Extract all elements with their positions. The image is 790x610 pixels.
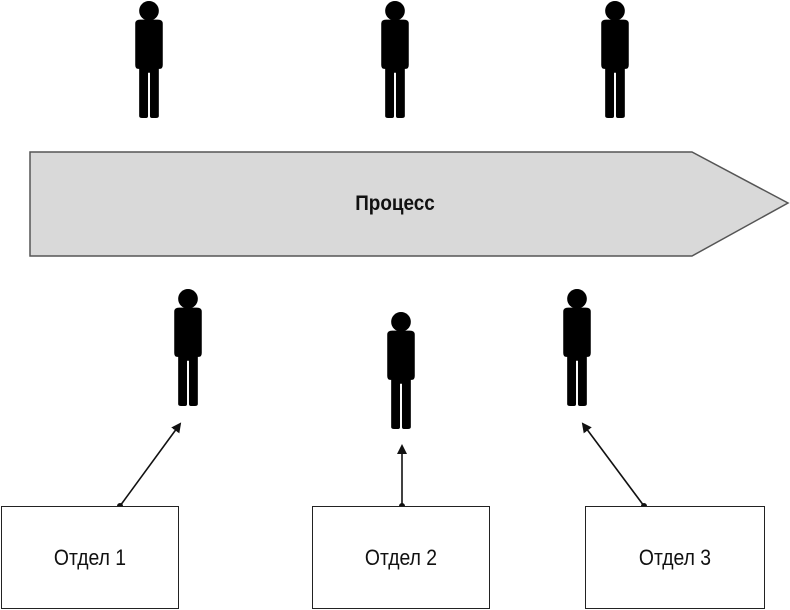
connector-dept-3 bbox=[581, 422, 647, 509]
person-icon-top-1 bbox=[135, 0, 163, 118]
department-label-2: Отдел 2 bbox=[364, 544, 438, 570]
department-box-1: Отдел 1 bbox=[1, 506, 179, 609]
person-icon-top-3 bbox=[601, 0, 629, 118]
connector-dept-1 bbox=[117, 422, 182, 509]
process-label: Процесс bbox=[355, 192, 435, 215]
person-icon-bottom-1 bbox=[174, 288, 202, 406]
department-box-2: Отдел 2 bbox=[312, 506, 490, 609]
department-label-1: Отдел 1 bbox=[53, 544, 127, 570]
connector-dept-2 bbox=[397, 444, 407, 509]
department-box-3: Отдел 3 bbox=[585, 506, 765, 609]
process-arrow bbox=[29, 151, 790, 257]
person-icon-bottom-3 bbox=[563, 288, 591, 406]
department-label-3: Отдел 3 bbox=[638, 544, 712, 570]
person-icon-bottom-2 bbox=[387, 311, 415, 429]
person-icon-top-2-highlighted bbox=[381, 0, 409, 118]
